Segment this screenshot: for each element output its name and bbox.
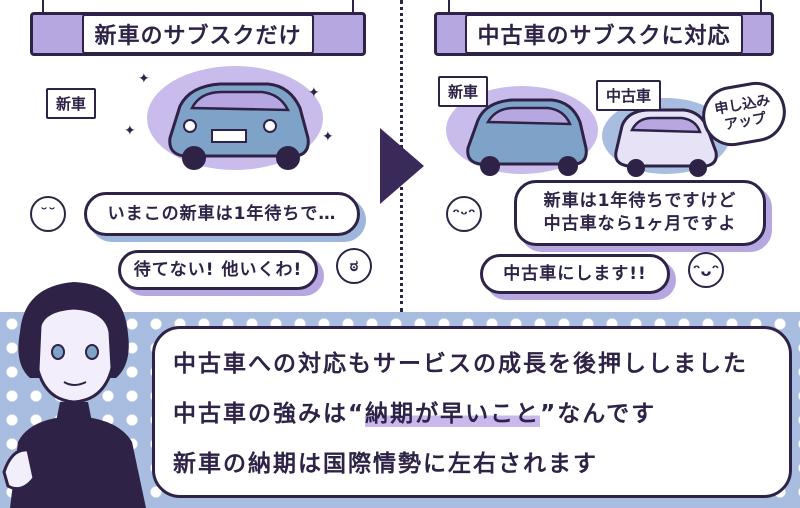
- narration-quote-close: ”: [540, 401, 558, 427]
- new-car-tag-right: 新車: [438, 76, 489, 107]
- new-car-illustration: [147, 66, 323, 170]
- left-speech-bubble-top: いまこの新車は1年待ちで…: [84, 192, 360, 236]
- left-panel-header-text: 新車のサブスクだけ: [82, 14, 314, 54]
- salesperson-face-icon: ˘˘: [30, 196, 66, 232]
- narration-quote-open: “: [348, 401, 366, 427]
- sparkle-icon: ✦: [322, 129, 334, 145]
- arrow-right-icon: [380, 128, 424, 204]
- staff-line1: 新車は1年待ちですけど: [543, 191, 737, 212]
- sparkle-icon: ✦: [124, 123, 136, 139]
- happy-customer-face-icon: ᵔᴗᵔ: [688, 252, 724, 288]
- header-string-left: [448, 0, 450, 14]
- narration-line2-pre: 中古車の強みは: [173, 401, 348, 427]
- header-string-left: [42, 0, 44, 14]
- happy-staff-face-icon: ᵔᵕᵔ: [446, 196, 482, 232]
- header-string-right: [352, 0, 354, 14]
- narration-line1: 中古車への対応もサービスの成長を後押ししました: [173, 351, 748, 377]
- sparkle-icon: ✦: [138, 71, 150, 87]
- left-panel-header: 新車のサブスクだけ: [30, 12, 366, 56]
- right-speech-bubble-reply: 中古車にします!!: [480, 254, 670, 294]
- narration-line2-post: なんです: [557, 401, 657, 427]
- right-speech-bubble-staff: 新車は1年待ちですけど 中古車なら1ヶ月ですよ: [514, 180, 766, 246]
- right-panel-header-text: 中古車のサブスクに対応: [465, 14, 743, 54]
- narration-highlight: 納期が早いこと: [365, 401, 541, 427]
- narration-line3: 新車の納期は国際情勢に左右されます: [173, 451, 598, 477]
- annoyed-customer-face-icon: ಠ: [336, 248, 372, 284]
- used-car-illustration: [602, 98, 730, 177]
- staff-line2: 中古車なら1ヶ月ですよ: [543, 214, 737, 234]
- new-car-illustration-right: [446, 86, 598, 176]
- right-panel-header: 中古車のサブスクに対応: [434, 12, 774, 56]
- used-car-tag: 中古車: [596, 80, 662, 111]
- narrator-illustration: [2, 282, 146, 508]
- narration-line2: 中古車の強みは“納期が早いこと”なんです: [173, 389, 771, 439]
- narration-bubble: 中古車への対応もサービスの成長を後押ししました 中古車の強みは“納期が早いこと”…: [152, 326, 792, 498]
- header-string-right: [760, 0, 762, 14]
- sparkle-icon: ✦: [308, 85, 320, 101]
- left-speech-bubble-reply: 待てない! 他いくわ!: [118, 250, 318, 290]
- new-car-tag-left: 新車: [46, 88, 97, 119]
